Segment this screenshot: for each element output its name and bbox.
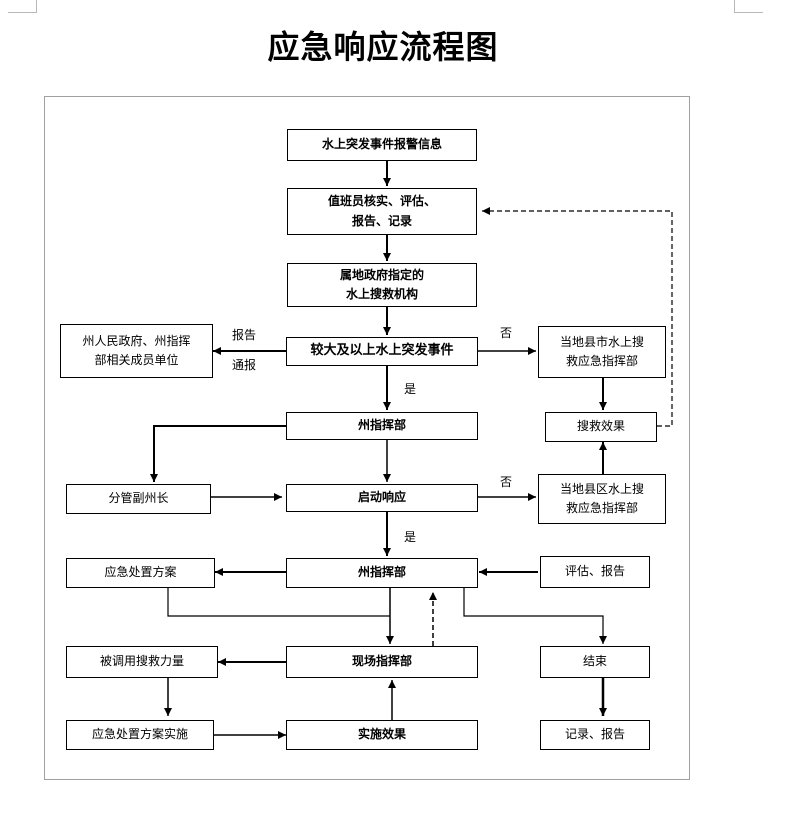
arrow-hq2-to-end [463, 588, 607, 644]
box-rescue-effect: 搜救效果 [545, 412, 657, 442]
box-major-incident: 较大及以上水上突发事件 [286, 337, 478, 366]
label-no-2: 否 [500, 475, 513, 489]
box-alarm-info: 水上突发事件报警信息 [287, 129, 477, 161]
box-state-hq-2: 州指挥部 [286, 558, 478, 588]
box-plan: 应急处置方案 [66, 558, 215, 588]
label-report: 报告 [232, 328, 257, 342]
label-yes-1: 是 [404, 382, 417, 396]
box-evaluate-report: 评估、报告 [540, 556, 650, 588]
box-deployed-forces: 被调用搜救力量 [66, 646, 218, 678]
box-site-hq: 现场指挥部 [286, 646, 478, 678]
box-county-city-hq: 当地县市水上搜 救应急指挥部 [538, 326, 666, 378]
dashed-feedback-to-duty [482, 207, 673, 427]
page-corner-mark-right [734, 0, 763, 13]
label-yes-2: 是 [404, 530, 417, 544]
box-county-district-hq: 当地县区水上搜 救应急指挥部 [538, 474, 666, 524]
box-record-report: 记录、报告 [540, 720, 650, 750]
arrow-state-hq-to-vice-governor [150, 425, 286, 482]
connector-plan-to-site [167, 588, 390, 617]
diagram-frame [44, 96, 690, 780]
box-state-gov-units: 州人民政府、州指挥 部相关成员单位 [60, 324, 213, 378]
diagram-title: 应急响应流程图 [267, 28, 499, 66]
box-start-response: 启动响应 [286, 484, 478, 512]
box-duty-verify: 值班员核实、评估、 报告、记录 [287, 188, 477, 235]
box-impl-effect: 实施效果 [286, 720, 478, 750]
box-state-hq-1: 州指挥部 [286, 412, 478, 440]
label-notify: 通报 [232, 358, 257, 372]
box-vice-governor: 分管副州长 [66, 484, 211, 514]
box-local-rescue-agency: 属地政府指定的 水上搜救机构 [287, 263, 477, 307]
box-end: 结束 [540, 646, 650, 678]
label-no-1: 否 [500, 326, 513, 340]
box-plan-implement: 应急处置方案实施 [66, 720, 214, 750]
page-corner-mark-left [8, 0, 37, 13]
